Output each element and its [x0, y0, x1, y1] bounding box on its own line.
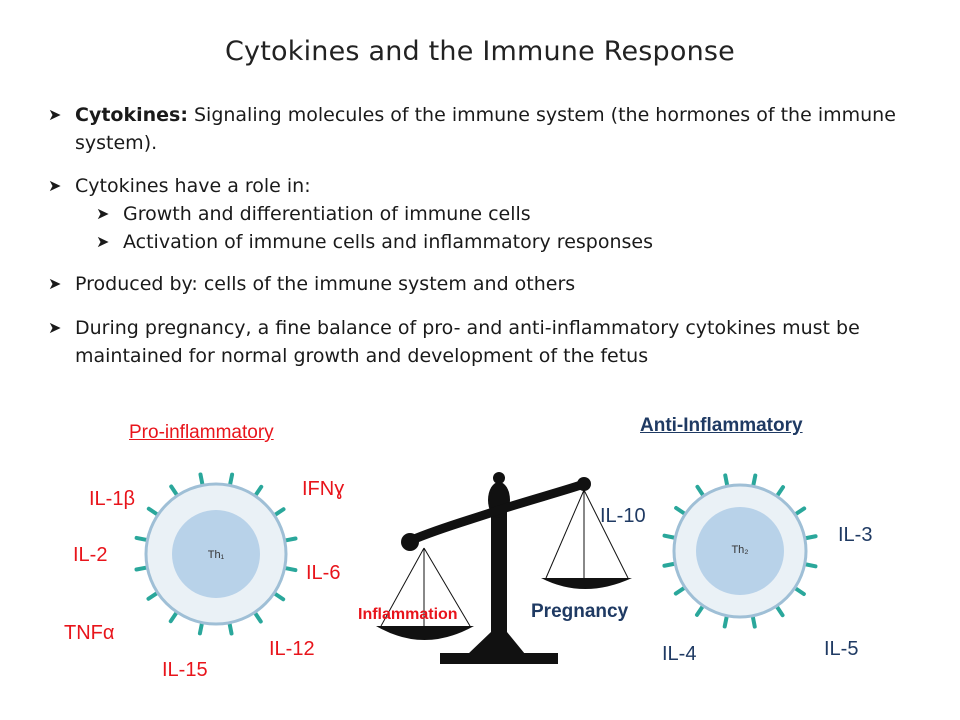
receptor-mark [253, 484, 264, 498]
th2-cell: Th₂ [662, 473, 818, 629]
receptor-mark [227, 472, 235, 488]
arrow-bullet-icon: ➤ [48, 274, 62, 293]
receptor-mark [282, 565, 298, 573]
receptor-mark [146, 590, 160, 601]
pro-cytokine-label: IL-6 [306, 562, 341, 584]
pro-cytokine-label: IFNɣ [302, 478, 345, 500]
receptor-mark [146, 506, 160, 517]
th1-cell: Th₁ [134, 472, 298, 636]
receptor-mark [134, 535, 150, 543]
subbullet-growth: ➤ Growth and differentiation of immune c… [96, 200, 916, 228]
arrow-bullet-icon: ➤ [96, 204, 110, 223]
receptor-mark [802, 562, 818, 569]
pro-cytokine-label: TNFα [64, 622, 115, 644]
receptor-mark [774, 485, 786, 499]
receptor-mark [674, 505, 688, 517]
receptor-mark [673, 585, 687, 596]
receptor-mark [722, 613, 729, 629]
bullet-produced: ➤ Produced by: cells of the immune syste… [48, 270, 928, 298]
bullet-text: Produced by: cells of the immune system … [75, 273, 576, 295]
pro-cytokine-label: IL-1β [89, 488, 135, 510]
receptor-mark [272, 507, 286, 518]
receptor-mark [802, 534, 818, 541]
anti-inflammatory-heading: Anti-Inflammatory [640, 415, 803, 436]
bullet-text: During pregnancy, a fine balance of pro-… [75, 317, 860, 367]
pro-cytokine-label: IL-12 [269, 638, 315, 660]
pro-cytokine-label: IL-2 [73, 544, 108, 566]
slide-title: Cytokines and the Immune Response [225, 36, 735, 67]
receptor-mark [169, 484, 180, 498]
anti-cytokine-label: IL-5 [824, 638, 859, 660]
receptor-mark [282, 536, 298, 543]
anti-cytokine-label: IL-10 [600, 505, 646, 527]
receptor-mark [272, 591, 286, 602]
receptor-mark [134, 565, 150, 572]
anti-cytokine-label: IL-3 [838, 524, 873, 546]
arrow-bullet-icon: ➤ [48, 176, 62, 195]
th1-cell-nucleus [172, 510, 260, 598]
bullet-text: Activation of immune cells and inflammat… [123, 231, 653, 253]
receptor-mark [662, 533, 678, 540]
anti-cytokine-label: IL-4 [662, 643, 697, 665]
receptor-mark [750, 613, 757, 629]
pro-inflammatory-heading: Pro-inflammatory [129, 422, 274, 443]
th2-cell-nucleus [696, 507, 784, 595]
receptor-mark [694, 603, 706, 617]
receptor-mark [227, 620, 234, 636]
bullet-cytokines: ➤ Cytokines: Signaling molecules of the … [48, 101, 928, 157]
th2-label: Th₂ [731, 544, 748, 556]
bullet-text: Growth and differentiation of immune cel… [123, 203, 531, 225]
receptor-mark [695, 484, 706, 498]
receptor-mark [662, 561, 678, 568]
balance-scale-icon [376, 472, 632, 664]
bullet-bold: Cytokines: [75, 104, 188, 126]
receptor-mark [774, 604, 785, 618]
receptor-mark [168, 610, 179, 624]
th2-receptors [662, 473, 818, 629]
scale-right-label: Pregnancy [531, 601, 629, 622]
arrow-bullet-icon: ➤ [48, 318, 62, 337]
bullet-text: Signaling molecules of the immune system… [75, 104, 896, 154]
arrow-bullet-icon: ➤ [48, 105, 62, 124]
bullet-role: ➤ Cytokines have a role in: [48, 172, 928, 200]
receptor-mark [723, 473, 730, 489]
receptor-mark [751, 473, 758, 489]
arrow-bullet-icon: ➤ [96, 232, 110, 251]
th1-label: Th₁ [208, 549, 225, 561]
scale-left-label: Inflammation [358, 606, 458, 623]
receptor-mark [793, 506, 807, 517]
bullet-text: Cytokines have a role in: [75, 175, 311, 197]
th1-receptors [134, 472, 298, 636]
bullet-pregnancy: ➤ During pregnancy, a fine balance of pr… [48, 314, 938, 370]
receptor-mark [198, 472, 205, 488]
pro-cytokine-label: IL-15 [162, 659, 208, 681]
receptor-mark [197, 620, 205, 636]
subbullet-activation: ➤ Activation of immune cells and inflamm… [96, 228, 916, 256]
receptor-mark [792, 585, 806, 597]
receptor-mark [252, 610, 263, 624]
